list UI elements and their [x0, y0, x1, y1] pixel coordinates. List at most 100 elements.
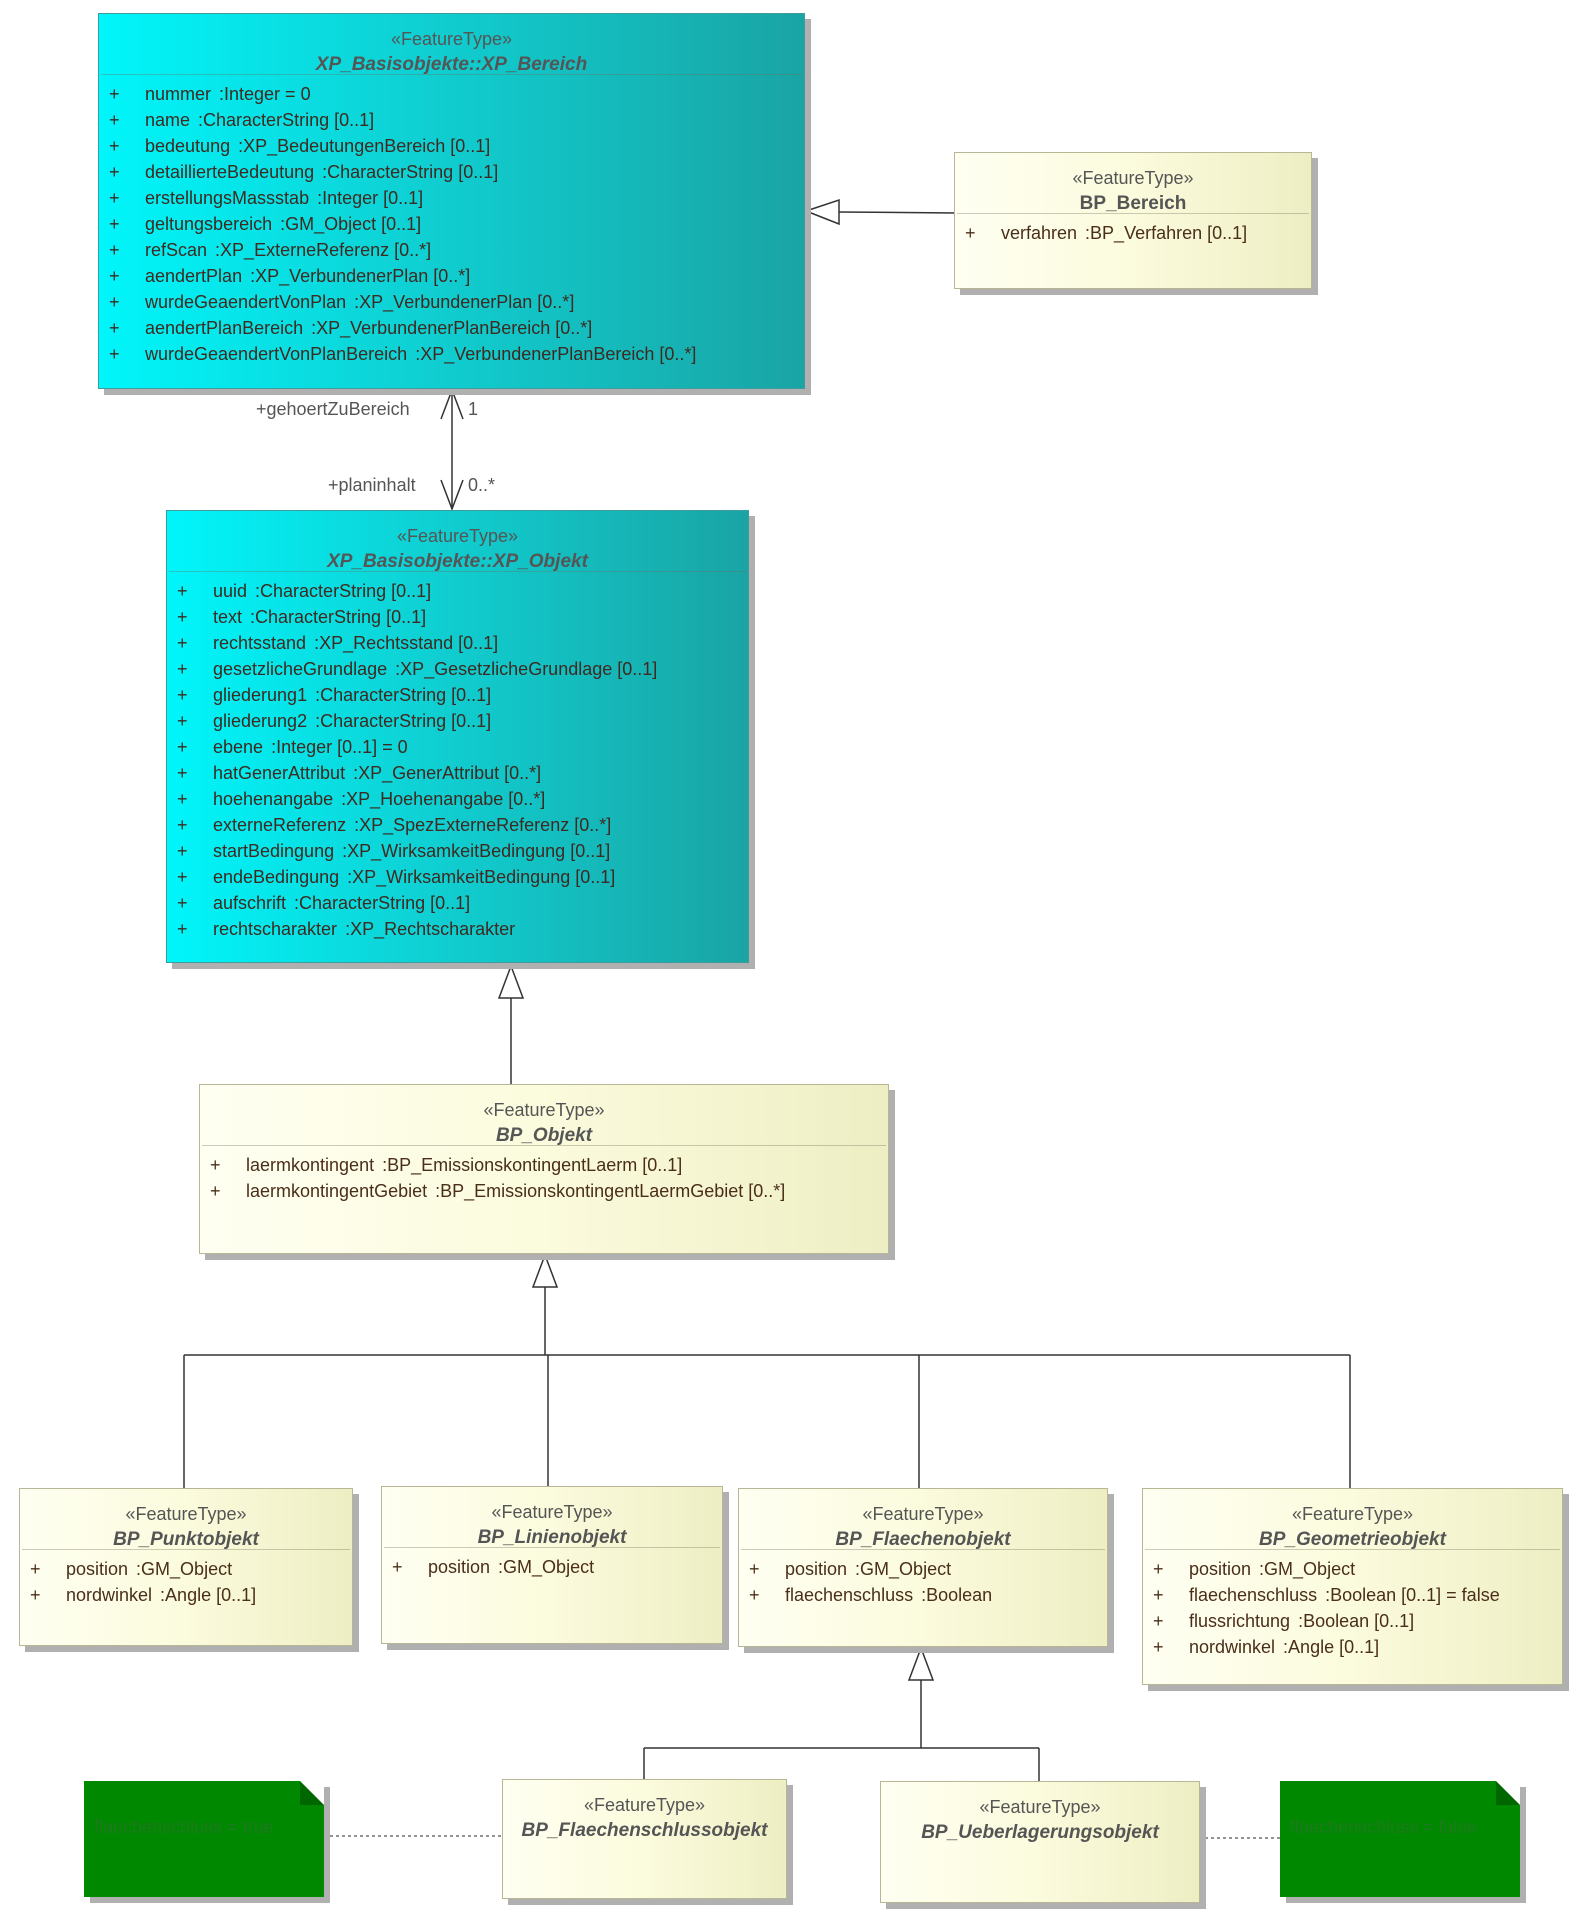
attribute-name: aendertPlan — [145, 266, 243, 286]
attribute-row[interactable]: +position:GM_Object — [739, 1556, 1107, 1582]
attribute-row[interactable]: +nordwinkel:Angle [0..1] — [1143, 1634, 1562, 1660]
attribute-row[interactable]: +wurdeGeaendertVonPlanBereich:XP_Verbund… — [99, 341, 804, 367]
attribute-row[interactable]: +nummer:Integer = 0 — [99, 81, 804, 107]
attribute-row[interactable]: +flaechenschluss:Boolean [0..1] = false — [1143, 1582, 1562, 1608]
stereotype-label: «FeatureType» — [1291, 1504, 1414, 1524]
attribute-type: :XP_VerbundenerPlanBereich [0..*] — [311, 318, 593, 338]
stereotype-label: «FeatureType» — [491, 1502, 613, 1522]
attribute-visibility: + — [109, 292, 120, 312]
attribute-row[interactable]: +ebene:Integer [0..1] = 0 — [167, 734, 748, 760]
note-text: flaechenschluss = true — [94, 1817, 274, 1837]
attribute-row[interactable]: +rechtsstand:XP_Rechtsstand [0..1] — [167, 630, 748, 656]
class-bp-bereich[interactable]: «FeatureType» BP_Bereich +verfahren:BP_V… — [954, 152, 1312, 289]
attribute-visibility: + — [109, 188, 120, 208]
attribute-type: :GM_Object — [1259, 1559, 1356, 1579]
attribute-visibility: + — [177, 633, 188, 653]
note-fold-icon — [1496, 1781, 1520, 1805]
attribute-visibility: + — [109, 266, 120, 286]
attribute-name: hatGenerAttribut — [213, 763, 346, 783]
class-xp-objekt[interactable]: «FeatureType» XP_Basisobjekte::XP_Objekt… — [166, 510, 749, 963]
assoc-mult-bottom: 0..* — [468, 475, 496, 495]
attribute-visibility: + — [109, 136, 120, 156]
attribute-list: +position:GM_Object+flaechenschluss:Bool… — [739, 1550, 1107, 1608]
attribute-row[interactable]: +position:GM_Object — [1143, 1556, 1562, 1582]
gen-arrow-bp-flaechenobjekt — [907, 1645, 935, 1681]
attribute-type: :BP_EmissionskontingentLaermGebiet [0..*… — [435, 1181, 786, 1201]
attribute-visibility: + — [210, 1155, 221, 1175]
attribute-row[interactable]: +verfahren:BP_Verfahren [0..1] — [955, 220, 1311, 246]
attribute-type: :CharacterString [0..1] — [315, 711, 492, 731]
attribute-row[interactable]: +aendertPlanBereich:XP_VerbundenerPlanBe… — [99, 315, 804, 341]
attribute-row[interactable]: +hoehenangabe:XP_Hoehenangabe [0..*] — [167, 786, 748, 812]
attribute-row[interactable]: +laermkontingentGebiet:BP_Emissionskonti… — [200, 1178, 888, 1204]
attribute-type: :XP_GesetzlicheGrundlage [0..1] — [395, 659, 658, 679]
class-bp-linienobjekt[interactable]: «FeatureType» BP_Linienobjekt +position:… — [381, 1486, 723, 1644]
attribute-row[interactable]: +aendertPlan:XP_VerbundenerPlan [0..*] — [99, 263, 804, 289]
attribute-row[interactable]: +detaillierteBedeutung:CharacterString [… — [99, 159, 804, 185]
attribute-row[interactable]: +aufschrift:CharacterString [0..1] — [167, 890, 748, 916]
class-bp-punktobjekt[interactable]: «FeatureType» BP_Punktobjekt +position:G… — [19, 1488, 353, 1646]
attribute-name: nordwinkel — [66, 1585, 153, 1605]
attribute-name: ebene — [213, 737, 264, 757]
stereotype-label: «FeatureType» — [483, 1100, 605, 1120]
attribute-row[interactable]: +hatGenerAttribut:XP_GenerAttribut [0..*… — [167, 760, 748, 786]
attribute-row[interactable]: +name:CharacterString [0..1] — [99, 107, 804, 133]
attribute-name: nummer — [145, 84, 212, 104]
attribute-name: flaechenschluss — [785, 1585, 914, 1605]
attribute-type: :CharacterString [0..1] — [250, 607, 427, 627]
class-bp-objekt[interactable]: «FeatureType» BP_Objekt +laermkontingent… — [199, 1084, 889, 1254]
attribute-type: :GM_Object — [136, 1559, 233, 1579]
class-name: BP_Linienobjekt — [477, 1527, 627, 1548]
attribute-visibility: + — [109, 110, 120, 130]
attribute-row[interactable]: +endeBedingung:XP_WirksamkeitBedingung [… — [167, 864, 748, 890]
attribute-row[interactable]: +gliederung2:CharacterString [0..1] — [167, 708, 748, 734]
attribute-row[interactable]: +position:GM_Object — [20, 1556, 352, 1582]
class-name: BP_Bereich — [1079, 193, 1187, 214]
attribute-type: :CharacterString [0..1] — [322, 162, 499, 182]
attribute-visibility: + — [1153, 1585, 1164, 1605]
attribute-list: + position :GM_Object +flaechenschluss:Bool… — [1143, 1550, 1562, 1660]
class-xp-bereich[interactable]: «FeatureType» XP_Basisobjekte::XP_Bereic… — [98, 13, 805, 389]
attribute-row[interactable]: +flaechenschluss:Boolean — [739, 1582, 1107, 1608]
attribute-row[interactable]: +startBedingung:XP_WirksamkeitBedingung … — [167, 838, 748, 864]
attribute-visibility: + — [109, 214, 120, 234]
attribute-row[interactable]: +nordwinkel:Angle [0..1] — [20, 1582, 352, 1608]
attribute-type: :Integer = 0 — [219, 84, 311, 104]
attribute-row[interactable]: +geltungsbereich:GM_Object [0..1] — [99, 211, 804, 237]
attribute-row[interactable]: +wurdeGeaendertVonPlan:XP_VerbundenerPla… — [99, 289, 804, 315]
attribute-name: verfahren — [1001, 223, 1078, 243]
attribute-name: position — [1189, 1559, 1252, 1579]
attribute-row[interactable]: +bedeutung:XP_BedeutungenBereich [0..1] — [99, 133, 804, 159]
attribute-row[interactable]: +laermkontingent:BP_EmissionskontingentL… — [200, 1152, 888, 1178]
attribute-list: +verfahren:BP_Verfahren [0..1] — [955, 214, 1311, 246]
attribute-row[interactable]: +refScan:XP_ExterneReferenz [0..*] — [99, 237, 804, 263]
attribute-row[interactable]: +gliederung1:CharacterString [0..1] — [167, 682, 748, 708]
attribute-row[interactable]: +uuid:CharacterString [0..1] — [167, 578, 748, 604]
class-bp-flaechenschlussobjekt[interactable]: «FeatureType» BP_Flaechenschlussobjekt — [502, 1779, 787, 1899]
attribute-row[interactable]: +rechtscharakter:XP_Rechtscharakter — [167, 916, 748, 942]
attribute-row[interactable]: +externeReferenz:XP_SpezExterneReferenz … — [167, 812, 748, 838]
note-text: flaechenschluss = false — [1290, 1817, 1477, 1837]
attribute-name: aendertPlanBereich — [145, 318, 304, 338]
attribute-row[interactable]: +erstellungsMassstab:Integer [0..1] — [99, 185, 804, 211]
class-name: BP_Flaechenobjekt — [835, 1529, 1011, 1550]
attribute-name: uuid — [213, 581, 248, 601]
attribute-row[interactable]: +gesetzlicheGrundlage:XP_GesetzlicheGrun… — [167, 656, 748, 682]
class-bp-flaechenobjekt[interactable]: «FeatureType» BP_Flaechenobjekt +positio… — [738, 1488, 1108, 1647]
class-bp-geometrieobjekt[interactable]: «FeatureType» BP_Geometrieobjekt +positi… — [1142, 1488, 1563, 1685]
attribute-visibility: + — [177, 685, 188, 705]
note-flaechenschluss-false[interactable]: flaechenschluss = false — [1280, 1781, 1520, 1897]
assoc-mult-top: 1 — [468, 399, 479, 419]
class-name: XP_Basisobjekte::XP_Bereich — [315, 54, 588, 75]
stereotype-label: «FeatureType» — [1072, 168, 1194, 188]
assoc-role-top: +gehoertZuBereich — [256, 399, 410, 419]
attribute-row[interactable]: +flussrichtung:Boolean [0..1] — [1143, 1608, 1562, 1634]
note-flaechenschluss-true[interactable]: flaechenschluss = true — [84, 1781, 324, 1897]
attribute-visibility: + — [392, 1557, 403, 1577]
attribute-type: :XP_VerbundenerPlan [0..*] — [354, 292, 575, 312]
attribute-row[interactable]: +text:CharacterString [0..1] — [167, 604, 748, 630]
class-bp-ueberlagerungsobjekt[interactable]: «FeatureType» BP_Ueberlagerungsobjekt — [880, 1781, 1200, 1903]
attribute-row[interactable]: +position:GM_Object — [382, 1554, 722, 1580]
attribute-name: bedeutung — [145, 136, 231, 156]
attribute-type: :GM_Object [0..1] — [280, 214, 422, 234]
